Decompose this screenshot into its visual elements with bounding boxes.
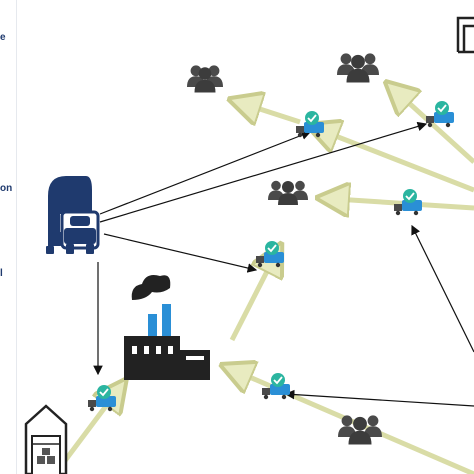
flow-arrows bbox=[93, 121, 474, 407]
arrow bbox=[103, 233, 258, 273]
arrow bbox=[411, 224, 474, 353]
left-panel-text-middle: on bbox=[0, 183, 13, 194]
delivery-truck-check-icon bbox=[295, 110, 325, 139]
left-panel-strip bbox=[0, 0, 17, 474]
arrow bbox=[99, 121, 428, 223]
cream-arrow bbox=[62, 382, 124, 464]
left-panel-text-lower: l bbox=[0, 268, 3, 279]
people-group-icon bbox=[337, 53, 379, 83]
warehouse-icon bbox=[24, 404, 68, 474]
factory-icon bbox=[124, 275, 210, 380]
delivery-truck-check-icon bbox=[425, 100, 455, 129]
cream-arrow bbox=[232, 100, 301, 122]
cream-arrow bbox=[310, 126, 474, 193]
people-group-icon bbox=[187, 65, 223, 93]
people-group-icon bbox=[268, 180, 308, 205]
left-panel-text-top: e bbox=[0, 32, 6, 43]
arrow bbox=[284, 389, 474, 407]
building-icon bbox=[456, 16, 474, 54]
cream-flow-arrows bbox=[62, 84, 474, 474]
cream-arrow bbox=[320, 198, 474, 208]
truck-depot-icon bbox=[46, 176, 100, 254]
arrow bbox=[99, 130, 312, 215]
people-group-icon bbox=[338, 415, 382, 445]
